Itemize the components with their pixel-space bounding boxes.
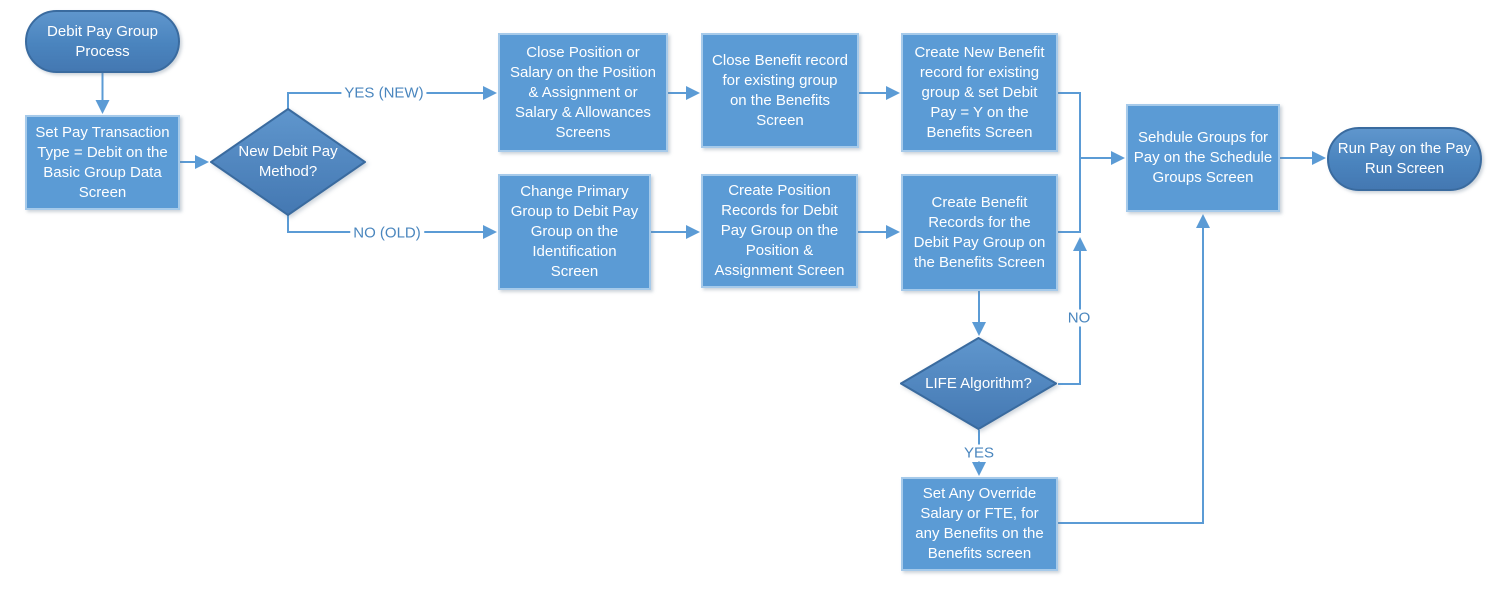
process-set-pay-transaction: Set Pay Transaction Type = Debit on the … <box>25 115 180 210</box>
edge-label-yes: YES <box>960 444 998 462</box>
connector-merge-junction <box>1058 92 1081 233</box>
process-close-benefit-record: Close Benefit record for existing group … <box>701 33 859 148</box>
process-create-new-benefit-record: Create New Benefit record for existing g… <box>901 33 1058 152</box>
process-set-override-salary: Set Any Override Salary or FTE, for any … <box>901 477 1058 571</box>
process-change-primary-group: Change Primary Group to Debit Pay Group … <box>498 174 651 290</box>
edge-label-no: NO <box>1064 309 1094 327</box>
decision-life-algorithm-label: LIFE Algorithm? <box>925 374 1032 392</box>
edge-label-no-old: NO (OLD) <box>350 224 424 242</box>
process-create-position-records: Create Position Records for Debit Pay Gr… <box>701 174 858 288</box>
connector-override-to-schedule <box>1058 214 1210 524</box>
terminator-run-pay: Run Pay on the Pay Run Screen <box>1327 127 1482 191</box>
connector-decision2-no-to-junction <box>1058 237 1087 385</box>
terminator-start: Debit Pay Group Process <box>25 10 180 73</box>
diamond-shape-icon <box>900 337 1057 430</box>
decision-new-debit-pay-method: New Debit Pay Method? <box>210 108 366 216</box>
process-create-benefit-records: Create Benefit Records for the Debit Pay… <box>901 174 1058 291</box>
diamond-shape-icon <box>210 108 366 216</box>
decision-life-algorithm: LIFE Algorithm? <box>900 337 1057 430</box>
process-close-position-salary: Close Position or Salary on the Position… <box>498 33 668 152</box>
decision-new-debit-pay-method-label: New Debit Pay Method? <box>238 143 338 180</box>
process-schedule-groups: Sehdule Groups for Pay on the Schedule G… <box>1126 104 1280 212</box>
edge-label-yes-new: YES (NEW) <box>341 84 427 102</box>
